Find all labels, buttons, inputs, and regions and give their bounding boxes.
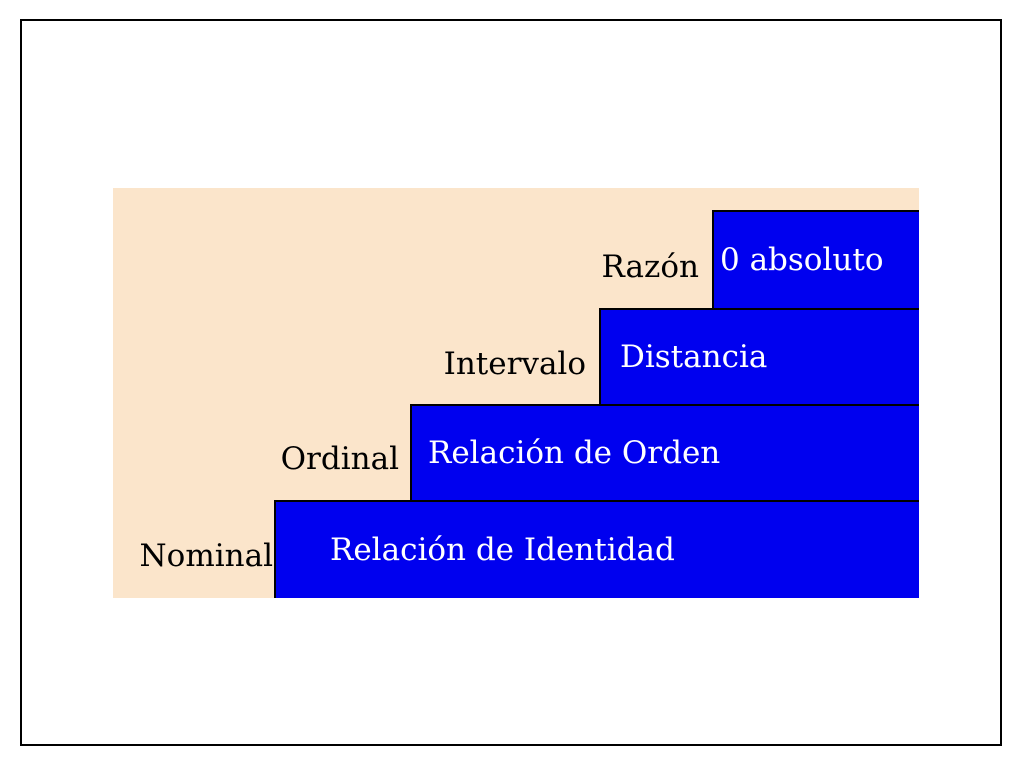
level-label-nominal: Nominal (139, 538, 273, 574)
level-label-intervalo: Intervalo (443, 346, 586, 382)
level-label-razon: Razón (601, 249, 700, 285)
level-block-razon: 0 absoluto (712, 210, 919, 308)
scale-levels-diagram: Nominal Relación de Identidad Ordinal Re… (113, 188, 919, 598)
level-property-ordinal: Relación de Orden (428, 435, 721, 471)
level-property-razon: 0 absoluto (720, 242, 884, 278)
level-property-intervalo: Distancia (620, 339, 768, 375)
level-block-intervalo: Distancia (599, 308, 919, 404)
level-property-nominal: Relación de Identidad (330, 532, 675, 568)
level-block-ordinal: Relación de Orden (410, 404, 919, 500)
level-block-nominal: Relación de Identidad (274, 500, 919, 598)
level-label-ordinal: Ordinal (280, 441, 399, 477)
